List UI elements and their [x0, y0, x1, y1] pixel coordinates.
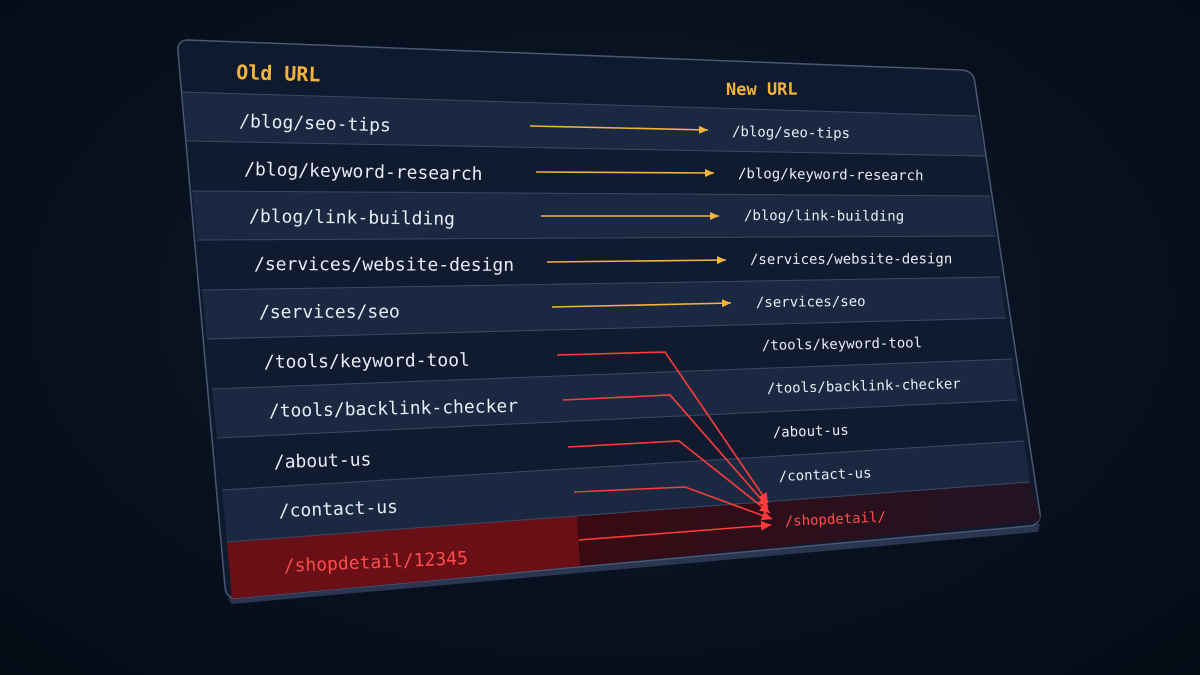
redirect-arrow	[529, 125, 709, 134]
old-url-cell: /services/seo	[259, 302, 400, 323]
new-url-cell: /blog/seo-tips	[732, 124, 850, 142]
redirect-arrow	[546, 256, 727, 265]
highlight-old-cell	[227, 515, 580, 599]
broken-redirect-arrow	[562, 394, 769, 508]
old-url-cell: /contact-us	[278, 497, 398, 522]
row-divider	[191, 190, 991, 197]
new-url-cell: /blog/keyword-research	[738, 166, 924, 184]
new-url-cell: /tools/backlink-checker	[767, 376, 961, 397]
broken-redirect-arrow	[573, 486, 773, 521]
row-divider	[221, 440, 1025, 491]
row-divider	[216, 399, 1019, 439]
table-row	[182, 92, 985, 156]
old-url-cell: /blog/link-building	[249, 206, 455, 230]
table-row	[212, 359, 1018, 438]
old-url-cell: /tools/backlink-checker	[269, 396, 519, 422]
old-url-cell: /blog/seo-tips	[239, 111, 391, 136]
rows-layer	[181, 91, 1041, 599]
table-row	[217, 400, 1024, 490]
new-url-cell: /services/seo	[756, 294, 866, 311]
row-divider	[186, 140, 986, 157]
new-url-cell: /shopdetail/	[784, 509, 886, 530]
row-divider	[181, 91, 978, 117]
new-url-cell: /services/website-design	[750, 251, 952, 268]
highlight-new-cell	[577, 482, 1041, 567]
old-url-cell: /tools/keyword-tool	[264, 350, 470, 373]
arrows-layer	[529, 125, 773, 541]
new-url-cell: /tools/keyword-tool	[762, 335, 922, 354]
text-layer: /blog/seo-tips/blog/seo-tips/blog/keywor…	[239, 111, 961, 577]
new-url-cell: /blog/link-building	[744, 208, 904, 225]
row-divider	[226, 481, 1031, 543]
old-url-cell: /blog/keyword-research	[244, 159, 483, 185]
broken-redirect-arrow	[578, 520, 772, 541]
broken-redirect-arrow	[567, 440, 771, 514]
table-row	[197, 236, 1000, 290]
row-divider	[211, 358, 1013, 390]
row-divider	[206, 317, 1007, 340]
row-divider	[201, 276, 1001, 291]
new-url-cell: /contact-us	[779, 465, 872, 485]
row-divider	[196, 235, 996, 241]
old-url-cell: /about-us	[274, 449, 372, 473]
new-url-header: New URL	[726, 80, 798, 100]
broken-redirect-arrow	[556, 351, 769, 504]
redirect-arrow	[551, 299, 732, 308]
table-row	[202, 277, 1006, 339]
table-row	[222, 441, 1030, 542]
redirect-arrow	[535, 168, 715, 177]
table-row	[187, 141, 990, 196]
old-url-header: Old URL	[236, 60, 321, 86]
new-url-cell: /about-us	[773, 423, 849, 441]
old-url-cell: /services/website-design	[254, 254, 514, 276]
